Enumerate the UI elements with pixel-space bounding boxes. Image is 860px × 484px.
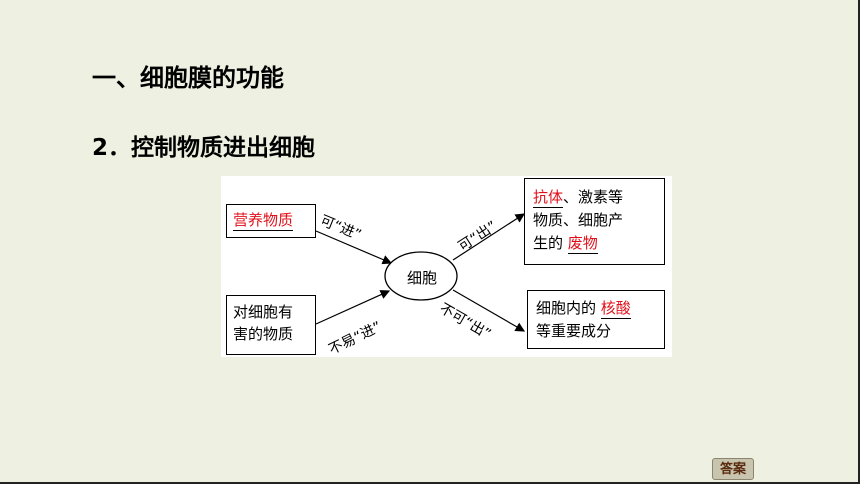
arrow-out-top: [452, 213, 526, 261]
subsection-heading: 2．控制物质进出细胞: [92, 135, 316, 161]
cell-ellipse: [384, 251, 458, 301]
products-line-3-prefix: 生的: [533, 234, 564, 252]
harmful-substance-box: 对细胞有 害的物质: [226, 295, 316, 355]
internal-components-box: 细胞内的 核酸 等重要成分: [527, 290, 665, 349]
nutrient-text: 营养物质: [233, 211, 294, 231]
arrow-in-top: [315, 230, 393, 265]
nutrient-box: 营养物质: [226, 204, 316, 238]
harmful-line-2: 害的物质: [233, 325, 294, 343]
secreted-products-box: 抗体、激素等 物质、细胞产 生的 废物: [524, 178, 665, 265]
cell-label: 细胞: [407, 269, 438, 287]
hormone-text: 、激素等: [563, 188, 624, 206]
harmful-line-1: 对细胞有: [233, 303, 294, 321]
internal-prefix: 细胞内的: [536, 299, 597, 317]
waste-text: 废物: [567, 234, 598, 254]
nucleic-acid-text: 核酸: [600, 299, 631, 319]
membrane-transport-diagram: 细胞 营养物质 对细胞有 害的物质 抗体、激素等 物质、细胞产 生的 废物 细胞…: [221, 176, 672, 358]
products-line-2: 物质、细胞产: [533, 211, 624, 229]
antibody-text: 抗体: [533, 188, 564, 208]
diagram-connectors: [315, 213, 526, 332]
section-heading: 一、细胞膜的功能: [92, 64, 284, 92]
arrow-out-bottom: [452, 289, 526, 332]
arrow-in-bottom: [315, 290, 391, 325]
answer-button[interactable]: 答案: [712, 458, 754, 480]
internal-line-2: 等重要成分: [536, 322, 612, 340]
